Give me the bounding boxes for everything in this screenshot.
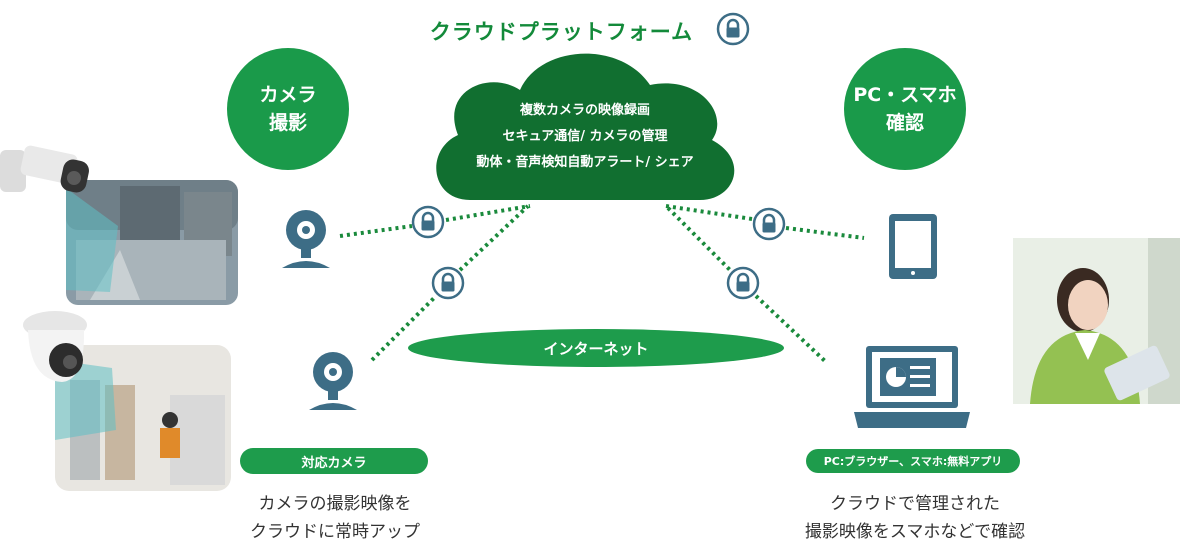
right-caption: クラウドで管理された 撮影映像をスマホなどで確認 (770, 490, 1060, 546)
camera-circle-line1: カメラ (259, 84, 317, 106)
lock-icon (431, 266, 465, 300)
laptop-icon (854, 346, 970, 428)
link-line-tablet-b (785, 226, 865, 240)
cloud-feature-line: セキュア通信/ カメラの管理 (502, 129, 668, 144)
pc-circle-line1: PC・スマホ (853, 84, 957, 106)
camera-circle-line2: 撮影 (268, 112, 307, 134)
left-caption-line2: クラウドに常時アップ (250, 522, 420, 542)
bullet-camera (0, 145, 89, 193)
cloud-feature-line: 動体・音声検知自動アラート/ シェア (476, 155, 694, 170)
tablet-icon (889, 214, 937, 279)
lock-icon (726, 266, 760, 300)
webcam-icon (309, 352, 357, 410)
lock-icon (411, 205, 445, 239)
woman-with-tablet-photo (1013, 238, 1180, 404)
left-caption: カメラの撮影映像を クラウドに常時アップ (210, 490, 460, 546)
title-lock-icon (716, 12, 750, 50)
camera-capture-circle: カメラ撮影 (227, 48, 349, 170)
cloud-features: 複数カメラの映像録画 セキュア通信/ カメラの管理 動体・音声検知自動アラート/… (450, 98, 720, 176)
link-line-camera1-a (339, 224, 413, 238)
diagram-title-row: クラウドプラットフォーム (0, 12, 1180, 50)
link-line-camera2-a (370, 294, 438, 362)
diagram-title: クラウドプラットフォーム (429, 20, 694, 44)
link-line-laptop-b (754, 294, 828, 364)
link-line-tablet-a (665, 204, 753, 221)
street-camera-photo (66, 180, 238, 305)
link-line-laptop-a (666, 206, 732, 272)
pc-circle-line2: 確認 (885, 112, 924, 134)
dome-camera (23, 311, 87, 382)
store-camera-photo (55, 345, 231, 491)
right-caption-line2: 撮影映像をスマホなどで確認 (804, 522, 1026, 542)
cloud-shape (436, 53, 735, 200)
right-caption-line1: クラウドで管理された (830, 494, 1000, 514)
left-caption-line1: カメラの撮影映像を (258, 494, 412, 514)
supported-camera-badge: 対応カメラ (240, 448, 428, 474)
cloud-feature-line: 複数カメラの映像録画 (519, 103, 650, 118)
app-badge: PC:ブラウザー、スマホ:無料アプリ (806, 449, 1020, 473)
link-line-camera2-b (458, 204, 530, 272)
lock-icon (752, 207, 786, 241)
pc-smartphone-circle: PC・スマホ確認 (844, 48, 966, 170)
link-line-camera1-b (445, 204, 531, 222)
internet-label: インターネット (543, 340, 649, 358)
webcam-icon (282, 210, 330, 268)
internet-ellipse (408, 329, 784, 367)
